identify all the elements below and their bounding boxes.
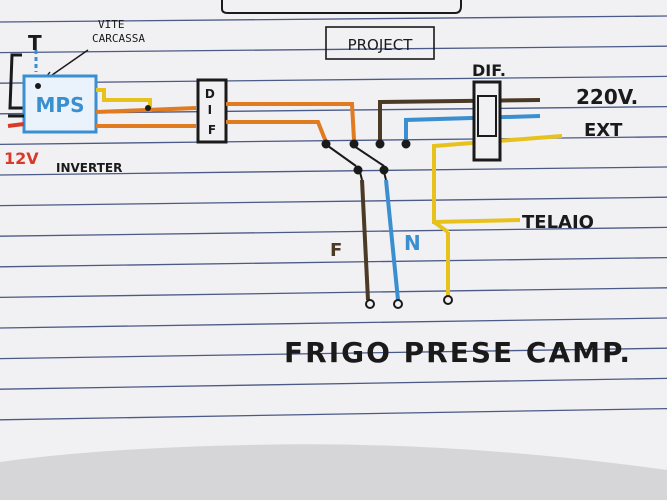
terminal-pe [443, 295, 453, 305]
outputs-label: FRIGO PRESE CAMP. [284, 336, 632, 369]
220v-label: 220V. [576, 85, 638, 109]
chassis-screw [35, 83, 41, 89]
f-label: F [330, 240, 342, 261]
wire-orange-upper-dif [226, 102, 356, 141]
terminal-n [393, 299, 403, 309]
dif-breaker-right-inner [477, 95, 497, 137]
ruled-line [0, 15, 667, 23]
ruled-line [0, 256, 667, 268]
wire-yellow-join [432, 220, 450, 234]
inverter-label: INVERTER [56, 161, 122, 175]
ruled-line [0, 226, 667, 237]
ruled-line [0, 347, 667, 360]
ruled-line [0, 407, 667, 421]
ruled-line [0, 377, 667, 390]
ext-label: EXT [584, 120, 623, 141]
project-title-box [325, 26, 435, 60]
n-label: N [404, 231, 421, 255]
wire-yellow-inverter [96, 88, 152, 112]
project-title: PROJECT [348, 36, 414, 54]
ruled-lines [0, 15, 667, 421]
ruled-line [0, 166, 667, 176]
carcassa-label: CARCASSA [92, 32, 145, 45]
dif-right-label: DIF. [472, 61, 506, 80]
changeover-switch [321, 139, 411, 181]
input-wire-red [7, 122, 25, 128]
top-box-fragment [221, 0, 462, 14]
telaio-label: TELAIO [522, 212, 594, 233]
dif-breaker-left [196, 78, 228, 144]
t-mark: T [28, 31, 42, 55]
wire-blue-n [384, 179, 400, 301]
ruled-line [0, 287, 667, 299]
ruled-line [0, 317, 667, 329]
terminal-f [365, 299, 375, 309]
12v-label: 12V [4, 149, 39, 168]
ruled-line [0, 196, 667, 207]
wire-orange-lower-dif [226, 120, 328, 143]
junction-dot [145, 105, 151, 111]
dif-breaker-left-label: D I F [205, 87, 219, 137]
ruled-line [0, 45, 667, 54]
ruled-line [0, 136, 667, 146]
wire-brown-f [360, 179, 370, 301]
ground-bracket [8, 53, 26, 110]
inverter-box-label: MPS [36, 93, 85, 117]
vite-label: VITE [98, 18, 125, 31]
vite-carcassa-label: VITE CARCASSA [92, 18, 145, 45]
